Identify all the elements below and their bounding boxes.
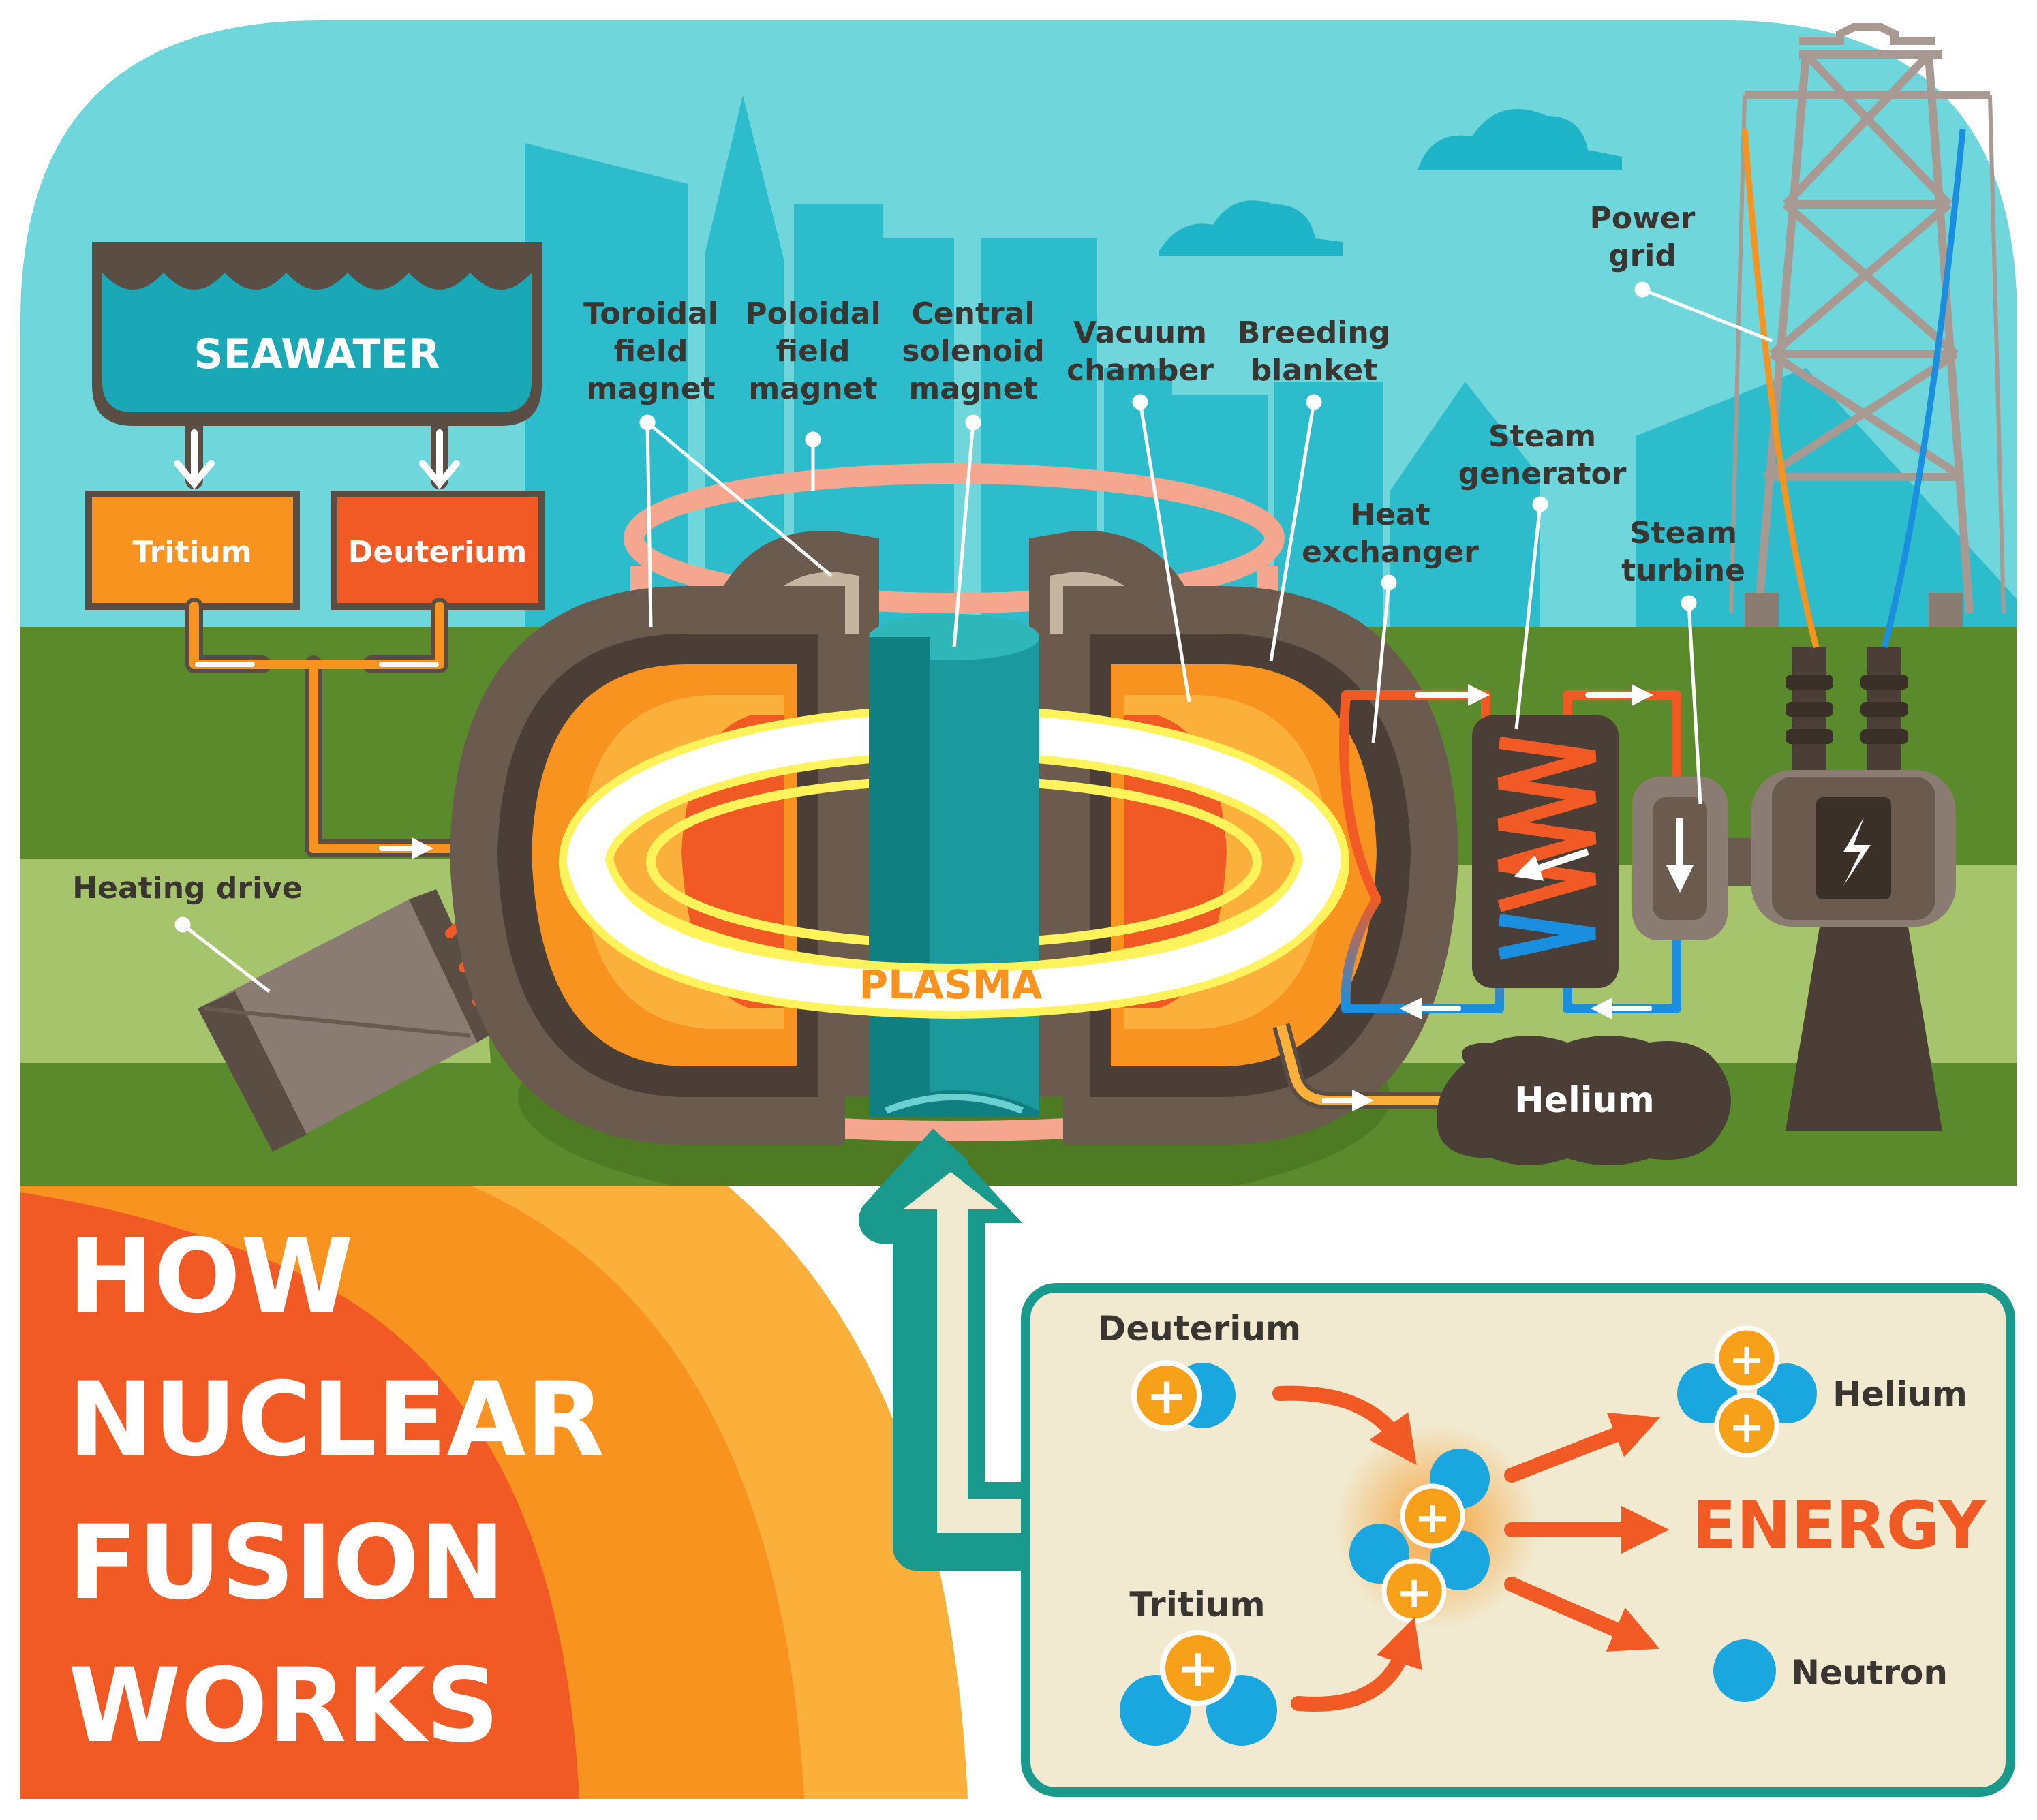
clouds — [1159, 109, 1622, 256]
steam-gen-label-1: Steam — [1488, 419, 1596, 454]
coolant-loop — [1339, 684, 1681, 1019]
reaction-tritium-label: Tritium — [1129, 1585, 1265, 1624]
steam-turbine-label-2: turbine — [1621, 553, 1745, 588]
reaction-deuterium-label: Deuterium — [1098, 1309, 1301, 1348]
leader-lines — [174, 281, 1773, 993]
blanket-label-2: blanket — [1251, 353, 1378, 388]
title-line-1: HOW — [68, 1218, 354, 1336]
tritium-nucleus: + — [1120, 1630, 1277, 1746]
vacuum-label-1: Vacuum — [1073, 315, 1207, 350]
seawater-label: SEAWATER — [194, 330, 440, 378]
plasma-label: PLASMA — [859, 961, 1043, 1008]
vacuum-label-2: chamber — [1067, 353, 1214, 388]
tokamak: PLASMA — [450, 463, 1458, 1145]
steam-generator — [1472, 715, 1619, 988]
poloidal-label-2: field — [776, 334, 850, 369]
heating-drive-label: Heating drive — [72, 871, 302, 906]
title-line-4: WORKS — [68, 1647, 500, 1765]
reaction-energy-label: ENERGY — [1691, 1487, 1987, 1564]
title-line-3: FUSION — [68, 1504, 505, 1622]
seawater-tank: SEAWATER — [92, 242, 542, 426]
steam-turbine-label-1: Steam — [1629, 516, 1737, 551]
solenoid-label-1: Central — [912, 296, 1035, 331]
fused-nucleus: + + — [1349, 1449, 1490, 1624]
power-grid-tower — [1729, 23, 2006, 614]
reaction-panel: Deuterium Tritium Helium ENERGY Neutron … — [1021, 1283, 2015, 1797]
toroidal-label-2: field — [613, 334, 688, 369]
reaction-callout-arrow — [859, 1128, 1029, 1571]
solenoid-label-2: solenoid — [902, 334, 1044, 369]
poloidal-ring-top — [624, 463, 1285, 613]
svg-text:+: + — [1414, 1493, 1451, 1543]
svg-text:+: + — [1396, 1568, 1433, 1618]
steam-gen-label-2: generator — [1458, 457, 1627, 491]
toroidal-label-1: Toroidal — [583, 296, 718, 331]
reaction-neutron-label: Neutron — [1791, 1653, 1948, 1693]
svg-text:+: + — [1728, 1335, 1765, 1385]
poloidal-label-1: Poloidal — [745, 296, 880, 331]
neutron-particle — [1713, 1639, 1776, 1702]
deuterium-box — [331, 491, 545, 610]
helium-tank: Helium — [1437, 1036, 1731, 1165]
heat-exchanger-label-1: Heat — [1350, 497, 1430, 532]
deuterium-nucleus: + — [1131, 1360, 1236, 1431]
blanket-label-1: Breeding — [1238, 315, 1390, 350]
toroidal-label-3: magnet — [586, 371, 715, 406]
generator — [1751, 647, 1956, 1131]
heat-exchanger-label-2: exchanger — [1302, 535, 1479, 570]
steam-turbine — [1632, 777, 1751, 940]
helium-tank-label: Helium — [1514, 1080, 1655, 1121]
power-grid-label-1: Power — [1590, 201, 1696, 236]
page-title: HOW NUCLEAR FUSION WORKS — [68, 1218, 604, 1765]
reactor-labels: Toroidal field magnet Poloidal field mag… — [72, 201, 1745, 906]
deuterium-source-label: Deuterium — [348, 535, 527, 570]
title-line-2: NUCLEAR — [68, 1361, 604, 1479]
reaction-helium-label: Helium — [1833, 1374, 1967, 1414]
reaction-arrows — [1272, 1385, 1670, 1712]
tritium-source-label: Tritium — [132, 535, 251, 570]
poloidal-label-3: magnet — [748, 371, 877, 406]
helium-nucleus: + + — [1677, 1325, 1817, 1458]
svg-text:+: + — [1176, 1637, 1220, 1698]
solenoid-label-3: magnet — [908, 371, 1037, 406]
svg-text:+: + — [1728, 1402, 1765, 1453]
power-grid-label-2: grid — [1608, 238, 1676, 273]
svg-text:+: + — [1146, 1367, 1187, 1424]
